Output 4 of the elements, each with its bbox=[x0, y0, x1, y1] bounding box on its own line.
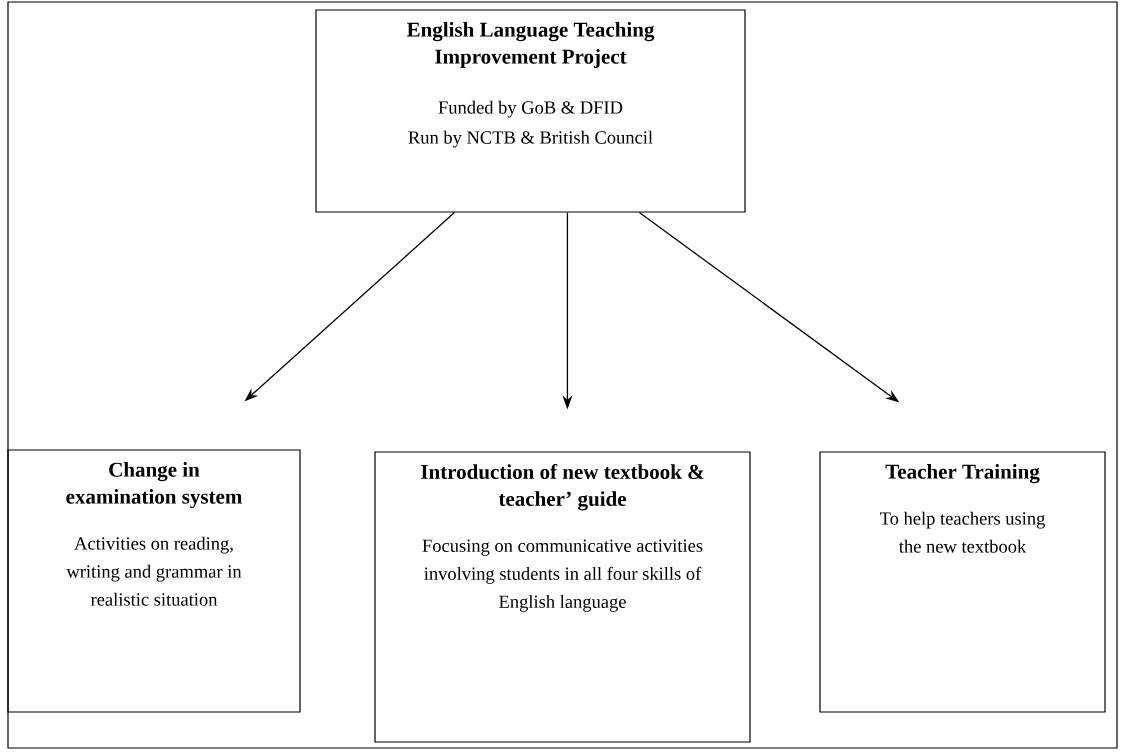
text-box: Teacher Training To help teachers using the new textbook bbox=[819, 451, 1106, 713]
text-box: English Language Teaching Improvement Project Funded by GoB & DFID Run by NCTB & British Council bbox=[315, 9, 746, 213]
text-box: Introduction of new textbook & teacher’ guide Focusing on communicative activities involving students in all four skills of English language bbox=[374, 451, 751, 743]
text-box: Change in examination system Activities on reading, writing and grammar in realistic situation bbox=[7, 449, 301, 713]
